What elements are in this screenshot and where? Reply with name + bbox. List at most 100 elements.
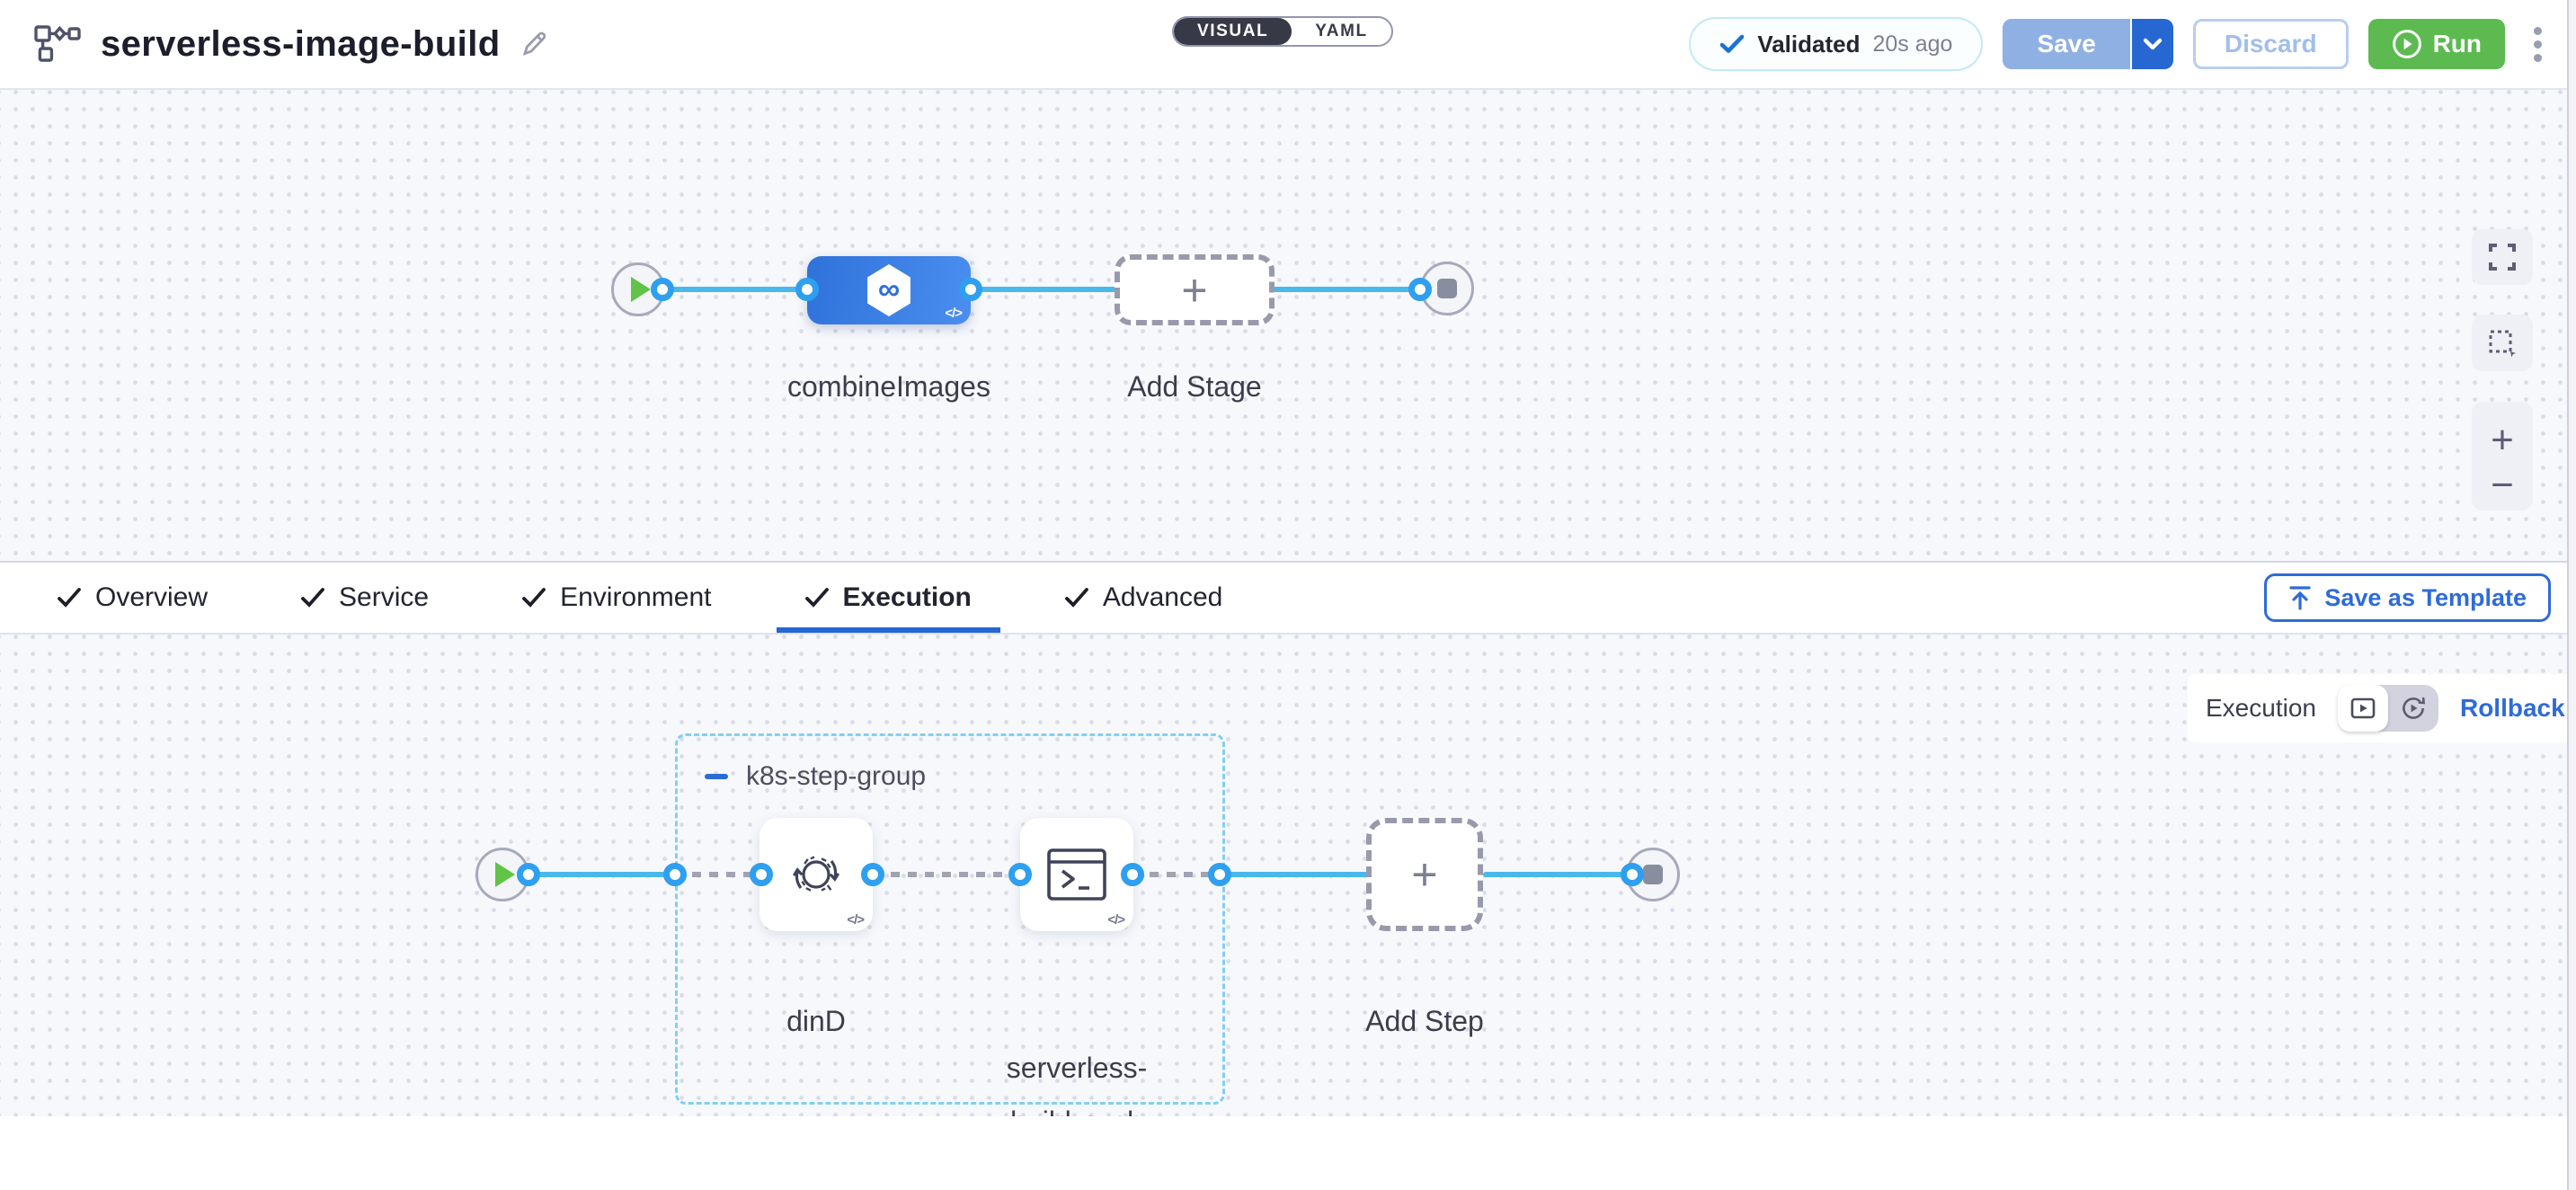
node-port[interactable] (750, 863, 773, 886)
step-group-name: k8s-step-group (746, 761, 927, 791)
plus-icon: + (1181, 264, 1208, 315)
step-edge (529, 872, 678, 877)
check-icon (804, 588, 829, 608)
plus-icon: + (1411, 849, 1438, 900)
more-options-button[interactable] (2525, 20, 2551, 69)
node-port[interactable] (959, 278, 982, 301)
header-left: serverless-image-build (34, 24, 547, 65)
step-label-dind: dinD (786, 1005, 846, 1037)
step-node-serverless-build-push[interactable]: </> (1020, 818, 1133, 931)
stage-edge (1273, 287, 1422, 292)
step-edge-dashed (1133, 872, 1221, 877)
code-badge: </> (847, 912, 865, 928)
rollback-view-icon (2403, 697, 2425, 719)
node-port[interactable] (1408, 278, 1432, 301)
rollback-view-button[interactable] (2388, 685, 2438, 732)
node-port[interactable] (1208, 863, 1231, 886)
save-split-button: Save (2003, 19, 2173, 69)
validated-badge[interactable]: Validated 20s ago (1689, 17, 1984, 71)
chevron-down-icon (2143, 38, 2163, 50)
tab-service[interactable]: Service (298, 563, 432, 633)
run-play-icon (2392, 29, 2422, 59)
node-port[interactable] (861, 863, 884, 886)
stage-label: combineImages (787, 370, 990, 403)
zoom-out-button[interactable]: − (2491, 463, 2514, 507)
page-title: serverless-image-build (101, 23, 501, 64)
right-scroll-edge[interactable] (2567, 0, 2576, 1190)
discard-button[interactable]: Discard (2192, 19, 2349, 69)
stage-edge (971, 287, 1116, 292)
tab-execution[interactable]: Execution (776, 563, 1000, 633)
play-icon (495, 862, 515, 887)
execution-rollback-switch: Execution Rollback (2188, 674, 2569, 742)
node-port[interactable] (795, 278, 819, 301)
stage-canvas: ∞ </> + combineImages Add Stage (0, 90, 2576, 561)
check-icon (1064, 588, 1088, 608)
add-stage-button[interactable]: + (1115, 254, 1275, 325)
node-port[interactable] (651, 278, 674, 301)
zoom-in-button[interactable]: + (2491, 418, 2514, 462)
header: serverless-image-build VISUAL YAML Valid… (0, 0, 2576, 90)
execution-view-icon (2350, 697, 2376, 719)
tab-overview[interactable]: Overview (54, 563, 211, 633)
stop-icon (1643, 865, 1663, 884)
tab-advanced[interactable]: Advanced (1061, 563, 1226, 633)
edit-title-button[interactable] (520, 31, 547, 58)
marquee-select-button[interactable] (2472, 315, 2533, 371)
step-edge-dashed (874, 872, 1021, 877)
check-icon (522, 588, 546, 608)
fullscreen-icon (2489, 244, 2516, 271)
save-options-button[interactable] (2129, 19, 2173, 69)
execution-canvas: Execution Rollback (0, 635, 2576, 1116)
mode-visual-button[interactable]: VISUAL (1174, 18, 1292, 45)
play-icon (631, 277, 651, 302)
header-actions: Validated 20s ago Save Discard Run (1689, 17, 2551, 71)
stop-icon (1437, 279, 1457, 298)
node-port[interactable] (517, 863, 540, 886)
check-icon (301, 588, 324, 608)
stage-edge (662, 287, 809, 292)
execution-view-button[interactable] (2337, 685, 2388, 732)
validated-label: Validated (1757, 30, 1861, 58)
run-button[interactable]: Run (2367, 19, 2505, 69)
collapse-group-button[interactable] (705, 774, 728, 779)
validated-time: 20s ago (1872, 31, 1953, 57)
step-label-serverless: serverless- build-push (1006, 1052, 1148, 1116)
check-icon (1719, 34, 1745, 54)
step-node-dind[interactable]: </> (759, 818, 873, 931)
save-as-template-button[interactable]: Save as Template (2264, 573, 2551, 622)
pipeline-icon (34, 24, 81, 64)
add-step-label: Add Step (1365, 1005, 1484, 1037)
execution-view-toggle (2337, 685, 2438, 732)
stage-type-icon: ∞ (867, 264, 910, 316)
marquee-select-icon (2489, 330, 2516, 358)
add-stage-label: Add Stage (1127, 370, 1262, 403)
mode-yaml-button[interactable]: YAML (1292, 18, 1390, 45)
node-port[interactable] (1621, 863, 1644, 886)
add-step-button[interactable]: + (1366, 818, 1483, 931)
rollback-link[interactable]: Rollback (2459, 694, 2565, 722)
code-badge: </> (945, 306, 963, 321)
code-badge: </> (1107, 912, 1125, 928)
stage-node-combineimages[interactable]: ∞ </> (807, 256, 971, 324)
mode-toggle: VISUAL YAML (1172, 16, 1393, 47)
upload-template-icon (2289, 586, 2311, 610)
step-group-header: k8s-step-group (705, 761, 926, 792)
tab-environment[interactable]: Environment (519, 563, 715, 633)
check-icon (58, 588, 81, 608)
save-button[interactable]: Save (2003, 19, 2130, 69)
step-group-k8s[interactable]: k8s-step-group (675, 733, 1225, 1105)
zoom-controls[interactable]: + − (2472, 402, 2533, 511)
execution-label: Execution (2206, 694, 2316, 722)
step-edge (1483, 872, 1634, 877)
terminal-icon (1046, 848, 1107, 901)
fullscreen-button[interactable] (2472, 229, 2533, 285)
run-label: Run (2432, 30, 2482, 58)
step-edge-dashed (675, 872, 761, 877)
node-port[interactable] (1008, 863, 1032, 886)
node-port[interactable] (1121, 863, 1144, 886)
node-port[interactable] (663, 863, 687, 886)
step-edge (1219, 872, 1368, 877)
stage-config-tabs: Overview Service Environment Execution A… (0, 561, 2576, 635)
